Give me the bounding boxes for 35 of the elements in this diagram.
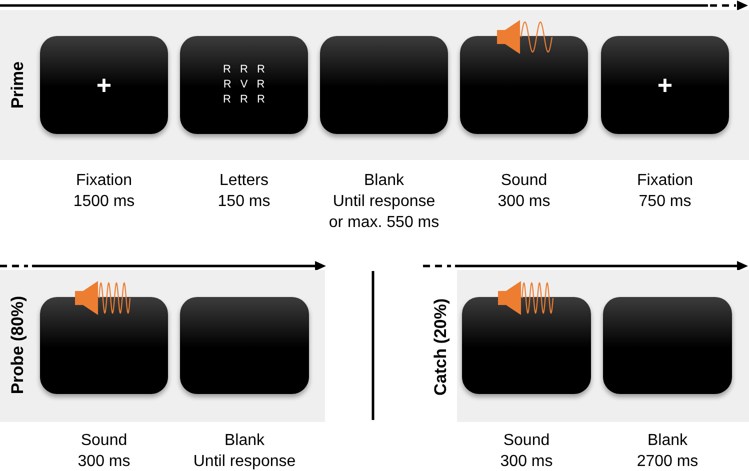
duration-label: 300 ms bbox=[76, 452, 132, 471]
duration-label: 150 ms bbox=[216, 192, 272, 212]
event-label: Sound bbox=[80, 431, 128, 451]
event-label: Blank bbox=[223, 431, 266, 451]
event-label: Fixation bbox=[636, 171, 694, 191]
display-screen bbox=[460, 36, 588, 134]
display-screen bbox=[180, 297, 309, 394]
display-screen bbox=[320, 36, 448, 134]
duration-label: 1500 ms bbox=[72, 192, 136, 212]
event-label: Blank bbox=[362, 171, 406, 191]
display-screen bbox=[603, 297, 732, 394]
fixation-cross: + bbox=[96, 72, 112, 98]
duration-label: 750 ms bbox=[638, 192, 692, 212]
trial-panel bbox=[0, 270, 325, 422]
duration-label: 300 ms bbox=[496, 192, 552, 212]
display-screen bbox=[462, 297, 591, 394]
display-screen bbox=[601, 36, 729, 134]
duration-label: 2700 ms bbox=[636, 452, 700, 471]
phase-label: Catch (20%) bbox=[431, 298, 451, 396]
display-screen bbox=[40, 297, 168, 394]
letter-array: R R R R V R R R R bbox=[222, 62, 266, 108]
trial-panel bbox=[0, 10, 749, 160]
phase-label: Probe (80%) bbox=[8, 296, 28, 394]
duration-label: Until response or max. 550 ms bbox=[328, 192, 440, 233]
event-label: Sound bbox=[502, 431, 551, 451]
event-label: Sound bbox=[500, 171, 548, 191]
display-screen bbox=[180, 36, 308, 134]
duration-label: 300 ms bbox=[499, 452, 554, 471]
event-label: Blank bbox=[646, 431, 689, 451]
event-label: Letters bbox=[218, 171, 270, 191]
phase-label: Prime bbox=[8, 61, 28, 109]
fixation-cross: + bbox=[657, 72, 673, 98]
duration-label: Until response bbox=[192, 452, 297, 471]
display-screen bbox=[40, 36, 168, 134]
event-label: Fixation bbox=[74, 171, 134, 191]
